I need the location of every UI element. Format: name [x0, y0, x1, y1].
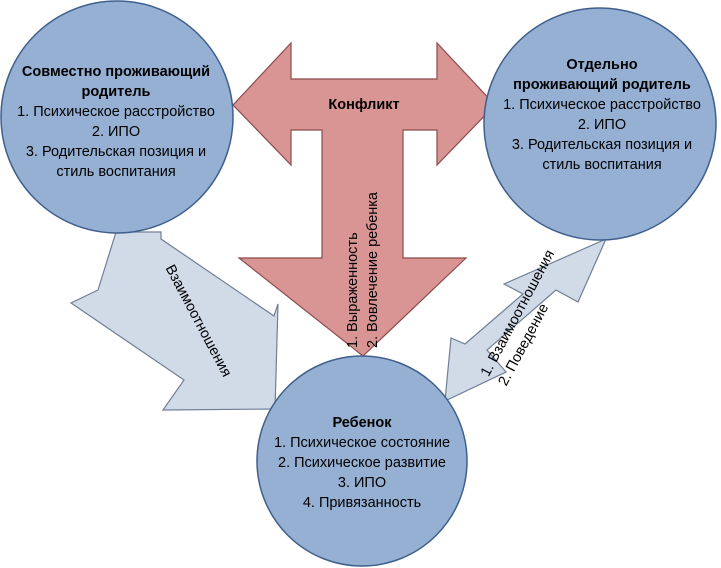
child-circle — [256, 355, 468, 567]
separate-parent-item-2: 2. ИПО — [577, 117, 627, 133]
conflict-arrow — [232, 41, 496, 357]
conflict-label: Конфликт — [328, 97, 400, 113]
separate-parent-item-4: стиль воспитания — [542, 157, 662, 173]
cohabiting-parent-title-line-1: Совместно проживающий — [21, 64, 211, 80]
child-title: Ребенок — [332, 415, 392, 431]
separate-parent-circle — [483, 7, 717, 241]
conflict-down-line-2: 2. Вовлечение ребенка — [365, 192, 381, 348]
cohabiting-parent-item-3: 3. Родительская позиция и — [25, 144, 207, 160]
child-item-4: 4. Привязанность — [302, 495, 422, 511]
separate-parent-item-3: 3. Родительская позиция и — [511, 137, 693, 153]
cohabiting-parent-item-2: 2. ИПО — [91, 124, 141, 140]
cohabiting-parent-text: Совместно проживающий родитель 1. Психич… — [4, 62, 228, 182]
separate-parent-title-line-1: Отдельно — [566, 57, 638, 73]
separate-parent-text: Отдельно проживающий родитель 1. Психиче… — [490, 55, 714, 175]
separate-parent-title-line-2: проживающий родитель — [513, 77, 691, 93]
conflict-down-line-1: 1. Выраженность — [345, 232, 361, 348]
cohabiting-parent-item-1: 1. Психическое расстройство — [17, 104, 215, 120]
child-item-1: 1. Психическое состояние — [273, 435, 451, 451]
cohabiting-parent-item-4: стиль воспитания — [56, 164, 176, 180]
child-item-2: 2. Психическое развитие — [278, 455, 446, 471]
separate-parent-item-1: 1. Психическое расстройство — [503, 97, 701, 113]
conflict-down-label: 1. Выраженность 2. Вовлечение ребенка — [343, 158, 383, 348]
child-text: Ребенок 1. Психическое состояние 2. Псих… — [258, 413, 466, 513]
cohabiting-parent-title-line-2: родитель — [81, 84, 151, 100]
cohabiting-parent-circle — [0, 0, 234, 234]
child-item-3: 3. ИПО — [337, 475, 387, 491]
